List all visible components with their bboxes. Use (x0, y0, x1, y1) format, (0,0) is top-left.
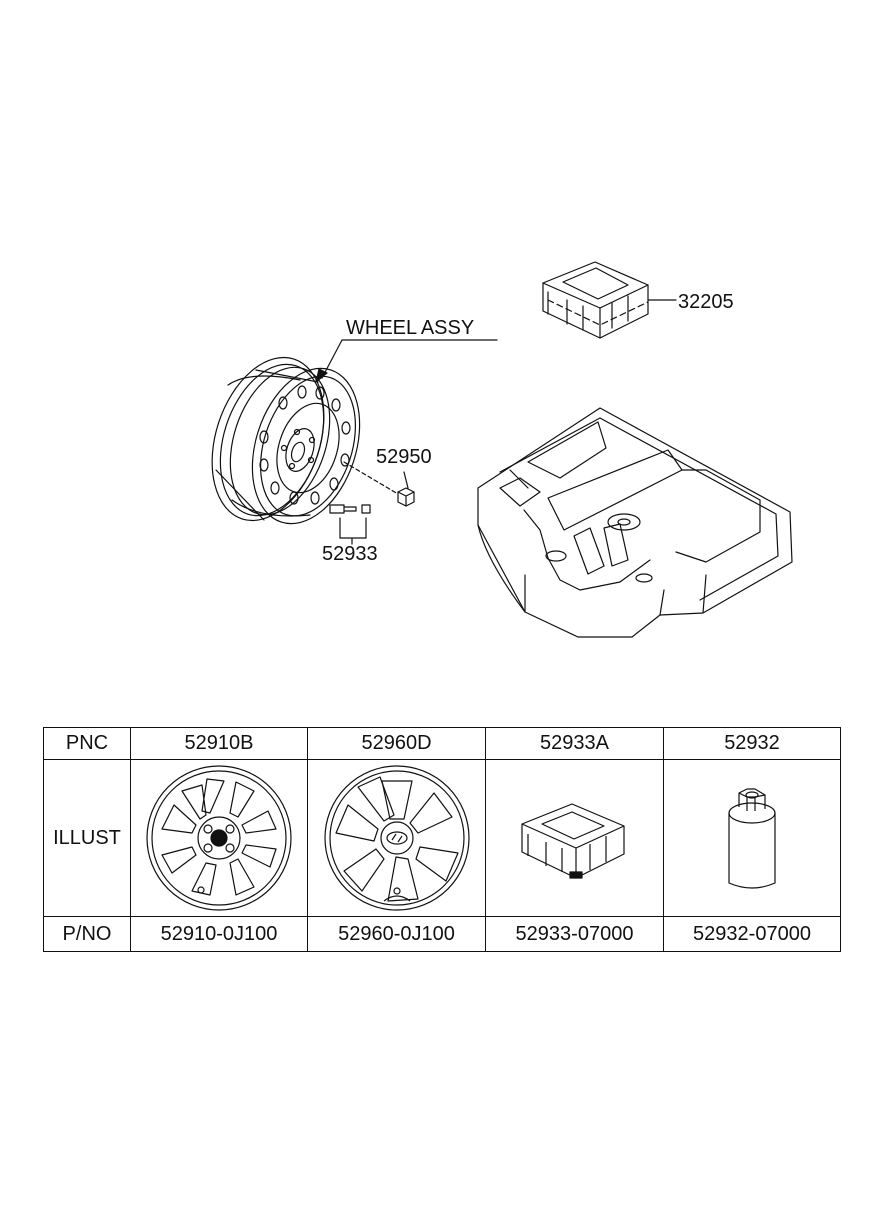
illust-cell (485, 759, 664, 917)
luggage-tray-icon (478, 408, 792, 637)
callout-32205: 32205 (678, 291, 734, 313)
lock-nut-icon (728, 788, 776, 889)
pnc-cell: 52910B (130, 727, 308, 760)
pno-cell: 52932-07000 (663, 916, 841, 952)
pno-cell: 52960-0J100 (307, 916, 486, 952)
callout-52950: 52950 (376, 446, 432, 468)
callout-wheel-assy: WHEEL ASSY (346, 317, 475, 339)
alloy-wheel-icon (146, 765, 292, 911)
pno-cell: 52933-07000 (485, 916, 664, 952)
pnc-cell: 52933A (485, 727, 664, 760)
exploded-view-drawing (0, 0, 886, 720)
tire-pressure-module-icon (543, 262, 648, 338)
pnc-cell: 52932 (663, 727, 841, 760)
pnc-row: PNC 52910B 52960D 52933A 52932 (43, 727, 841, 760)
illust-cell (130, 759, 308, 917)
illust-row: ILLUST (43, 759, 841, 917)
row-label-illust: ILLUST (43, 759, 131, 917)
callout-52933: 52933 (322, 543, 378, 565)
valve-stem-icon (330, 505, 370, 544)
pnc-cell: 52960D (307, 727, 486, 760)
illust-cell (307, 759, 486, 917)
pno-cell: 52910-0J100 (130, 916, 308, 952)
illust-cell (663, 759, 841, 917)
row-label-pno: P/NO (43, 916, 131, 952)
parts-table: PNC 52910B 52960D 52933A 52932 ILLUST (43, 727, 841, 952)
wheel-nut-icon (398, 488, 414, 506)
steel-wheel-icon (193, 343, 379, 537)
tire-pressure-module-icon (520, 803, 625, 879)
pno-row: P/NO 52910-0J100 52960-0J100 52933-07000… (43, 916, 841, 952)
row-label-pnc: PNC (43, 727, 131, 760)
wheel-cover-icon (323, 765, 470, 911)
